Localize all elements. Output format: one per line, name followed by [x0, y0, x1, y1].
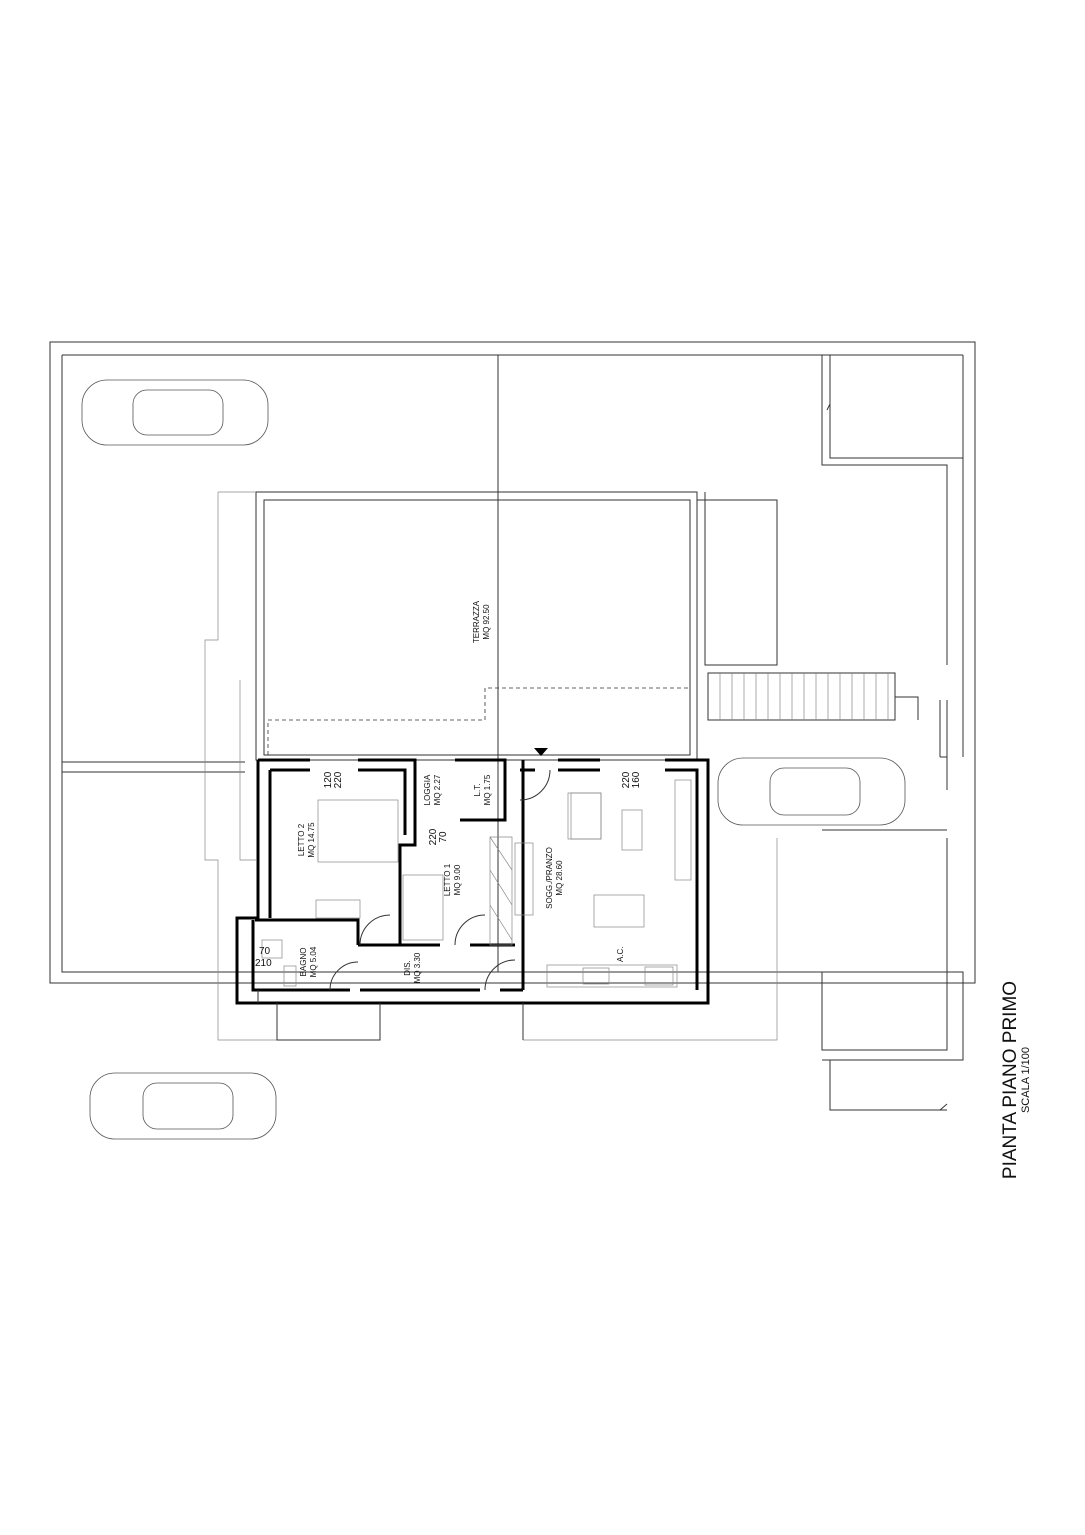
svg-text:MQ 1.75: MQ 1.75 — [483, 774, 492, 805]
car-bottom-left — [89, 1072, 277, 1140]
car-right — [717, 757, 906, 826]
dining-table — [593, 894, 645, 928]
svg-text:LETTO 1: LETTO 1 — [443, 863, 452, 896]
svg-text:210: 210 — [255, 958, 272, 969]
room-label-lt: L.T. MQ 1.75 — [473, 774, 492, 805]
drawing-scale: SCALA 1/100 — [1020, 1047, 1032, 1113]
opening-dim-3: 220 160 — [621, 771, 642, 788]
svg-text:MQ 14.75: MQ 14.75 — [307, 822, 316, 858]
apartment-walls — [235, 758, 710, 1041]
furniture — [261, 779, 692, 988]
svg-text:MQ 3.30: MQ 3.30 — [413, 952, 422, 983]
svg-text:MQ 9.00: MQ 9.00 — [453, 864, 462, 895]
title-block: PIANTA PIANO PRIMO SCALA 1/100 — [1000, 981, 1032, 1179]
svg-text:220: 220 — [333, 771, 344, 788]
terrace — [204, 491, 778, 1041]
svg-text:220: 220 — [621, 771, 632, 788]
svg-text:LETTO 2: LETTO 2 — [297, 823, 306, 856]
opening-dim-1: 120 220 — [323, 771, 344, 788]
room-label-bagno: BAGNO MQ 5.04 — [299, 946, 318, 977]
svg-text:BAGNO: BAGNO — [299, 948, 308, 977]
room-label-loggia: LOGGIA MQ 2.27 — [423, 774, 442, 805]
doors — [329, 748, 551, 991]
svg-text:L.T.: L.T. — [473, 784, 482, 797]
car-top-left — [81, 379, 269, 446]
opening-dim-2: 220 70 — [428, 828, 449, 845]
kitchen-counter — [546, 964, 678, 988]
svg-text:120: 120 — [323, 771, 334, 788]
opening-dim-4: 70 210 — [255, 946, 272, 969]
room-label-soggiorno: SOGG./PRANZO MQ 28.60 — [545, 847, 564, 909]
svg-text:70: 70 — [438, 831, 449, 843]
svg-text:DIS.: DIS. — [403, 960, 412, 976]
svg-text:160: 160 — [631, 771, 642, 788]
svg-text:SOGG./PRANZO: SOGG./PRANZO — [545, 847, 554, 909]
room-label-terrazza: TERRAZZA MQ 92.50 — [472, 600, 491, 643]
single-bed — [402, 874, 444, 941]
svg-text:220: 220 — [428, 828, 439, 845]
svg-text:70: 70 — [259, 946, 271, 957]
drawing-title: PIANTA PIANO PRIMO — [1000, 981, 1021, 1179]
double-bed — [317, 799, 399, 863]
svg-text:MQ 92.50: MQ 92.50 — [482, 604, 491, 640]
ac-label: A.C. — [616, 946, 625, 962]
room-label-dis: DIS. MQ 3.30 — [403, 952, 422, 983]
svg-text:MQ 28.60: MQ 28.60 — [555, 860, 564, 896]
room-label-letto2: LETTO 2 MQ 14.75 — [297, 822, 316, 858]
svg-text:MQ 2.27: MQ 2.27 — [433, 774, 442, 805]
entrance-arrow-icon — [534, 748, 548, 756]
room-label-letto1: LETTO 1 MQ 9.00 — [443, 863, 462, 896]
stairs — [707, 672, 919, 721]
svg-text:MQ 5.04: MQ 5.04 — [309, 946, 318, 977]
svg-text:LOGGIA: LOGGIA — [423, 774, 432, 805]
svg-text:TERRAZZA: TERRAZZA — [472, 600, 481, 643]
site-boundary — [49, 341, 976, 1111]
